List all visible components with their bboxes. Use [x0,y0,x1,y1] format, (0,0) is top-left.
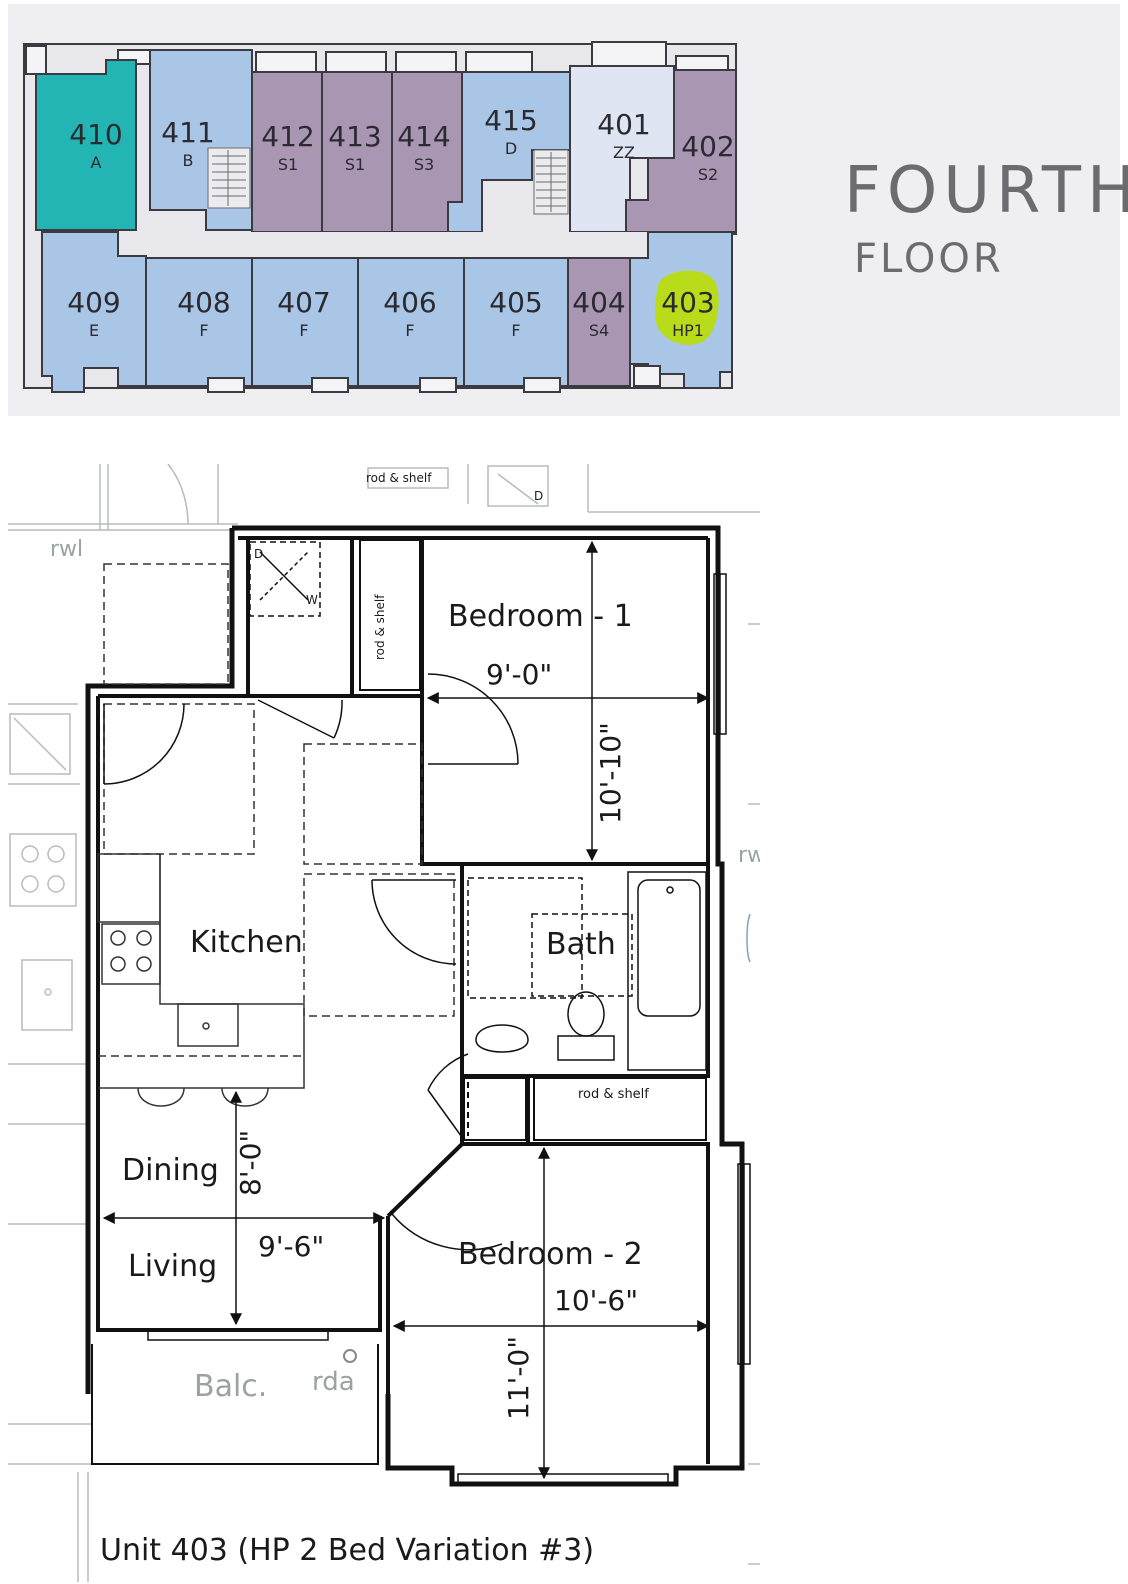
unit-404-type: S4 [589,321,609,340]
unit-412-number: 412 [261,120,314,153]
dim-living-width: 9'-6" [258,1230,324,1263]
dim-bedroom1-width: 9'-0" [486,658,552,691]
interior-walls [96,536,710,1464]
unit-402-shape[interactable] [625,69,737,233]
unit-403-number: 403 [661,286,714,319]
unit-402-number: 402 [681,130,734,163]
unit-414-type: S3 [414,155,434,174]
dim-bedroom2-width: 10'-6" [554,1284,638,1317]
unit-415-number: 415 [484,104,537,137]
room-label-kitchen: Kitchen [190,925,303,960]
unit-413-type: S1 [345,155,365,174]
unit-409-type: E [89,321,99,340]
unit-408-shape[interactable] [145,257,253,387]
unit-405-number: 405 [489,286,542,319]
unit-410-number: 410 [69,118,122,151]
unit-410-shape[interactable] [35,59,137,231]
unit-413-shape[interactable] [321,71,393,233]
unit-403-type: HP1 [672,321,704,340]
stair-left [207,147,251,209]
unit-402-type: S2 [698,165,718,184]
unit-412-type: S1 [278,155,298,174]
unit-412-shape[interactable] [251,71,323,233]
unit-408-type: F [199,321,208,340]
bottom-window-bumps [207,365,661,393]
note-rod-shelf-hall: rod & shelf [578,1087,649,1102]
washer-dryer [249,541,321,617]
dim-living-depth: 8'-0" [234,1130,267,1196]
unit-407-shape[interactable] [251,257,359,387]
note-rod-shelf-top: rod & shelf [366,471,432,485]
floor-plan-drawing: Bedroom - 1 Kitchen Bath Dining Living B… [8,464,760,1582]
unit-404-shape[interactable] [567,257,631,387]
unit-405-shape[interactable] [463,257,569,387]
unit-407-type: F [299,321,308,340]
key-plan: 410 A 411 B 412 S1 413 S1 414 S3 415 D 4… [8,4,1128,416]
dim-bedroom2-depth: 11'-0" [502,1336,535,1420]
kitchen-fixtures [97,563,455,1107]
corridor [118,232,648,256]
unit-406-type: F [405,321,414,340]
note-rwl-left: rwl [50,537,83,562]
unit-406-number: 406 [383,286,436,319]
top-window-bumps [25,41,729,75]
unit-413-number: 413 [328,120,381,153]
note-rda: rda [312,1367,355,1397]
note-washer-w: W [306,593,318,607]
room-label-living: Living [128,1249,217,1284]
room-label-dining: Dining [122,1153,219,1188]
note-dryer-d: D [254,547,263,561]
floor-subtitle: FLOOR [854,236,1004,282]
unit-407-number: 407 [277,286,330,319]
door-swings [103,673,519,1251]
plan-caption: Unit 403 (HP 2 Bed Variation #3) [100,1533,594,1568]
unit-411-number: 411 [161,116,214,149]
unit-415-type: D [505,139,517,158]
unit-401-type: ZZ [613,143,635,162]
unit-401-number: 401 [597,108,650,141]
unit-405-type: F [511,321,520,340]
closets [359,539,707,1141]
unit-floor-plan: Bedroom - 1 Kitchen Bath Dining Living B… [8,464,760,1582]
unit-404-number: 404 [572,286,625,319]
top-neighbor-closet [367,465,549,507]
neighbor-context [8,464,760,1582]
room-label-bedroom-1: Bedroom - 1 [448,599,633,634]
unit-414-number: 414 [397,120,450,153]
dim-bedroom1-depth: 10'-10" [594,722,627,824]
exterior-walls [85,525,745,1487]
unit-403-highlight [655,270,719,345]
unit-409-shape[interactable] [41,231,147,393]
unit-labels: 410 A 411 B 412 S1 413 S1 414 S3 415 D 4… [67,104,734,340]
unit-411-type: B [183,151,194,170]
room-label-balcony: Balc. [194,1369,267,1404]
dimension-lines [102,540,710,1480]
floor-title: FOURTH [844,154,1128,228]
note-rwl-right: rw [738,843,760,868]
windows [147,573,751,1485]
room-label-bedroom-2: Bedroom - 2 [458,1237,643,1272]
bath-fixtures [467,871,707,1071]
unit-408-number: 408 [177,286,230,319]
unit-409-number: 409 [67,286,120,319]
note-rod-shelf-closet: rod & shelf [373,594,387,660]
stair-right [533,149,569,215]
balcony [91,1344,379,1465]
room-label-bath: Bath [546,927,616,962]
note-top-d: D [534,489,543,503]
key-plan-diagram: 410 A 411 B 412 S1 413 S1 414 S3 415 D 4… [23,41,737,393]
unit-410-type: A [91,153,102,172]
